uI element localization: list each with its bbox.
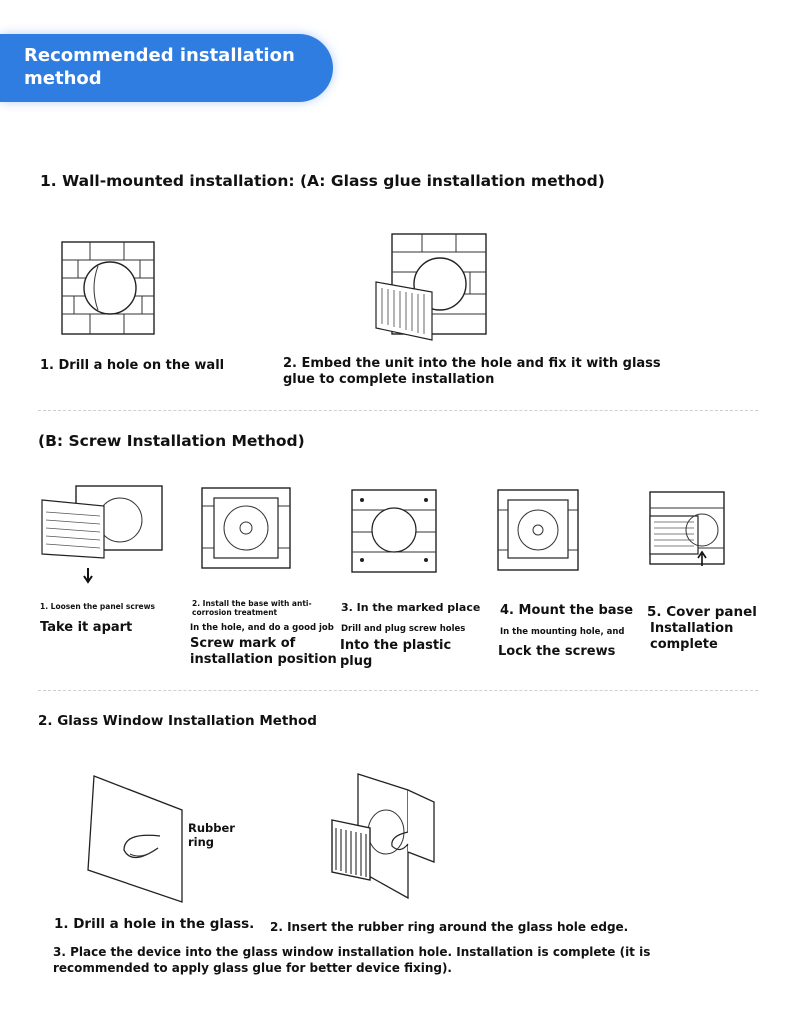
stepB4-small2: In the mounting hole, and	[500, 627, 625, 637]
sectionB-title: (B: Screw Installation Method)	[38, 432, 305, 450]
rubber-ring-label: Rubber ring	[188, 821, 235, 849]
stepB5-small: 5. Cover panel	[647, 604, 757, 620]
stepB2-main: Screw mark of installation position	[190, 636, 337, 667]
stepB4-small: 4. Mount the base	[500, 603, 634, 618]
stepB3-main: Into the plastic plug	[340, 638, 452, 669]
base-marking-illustration	[201, 487, 291, 569]
section2-title: 2. Glass Window Installation Method	[38, 713, 317, 729]
stepB5-main: Installation complete	[650, 621, 734, 652]
section1-step1-caption: 1. Drill a hole on the wall	[40, 358, 225, 373]
stepB2-small: 2. Install the base with anti-corrosion …	[192, 599, 312, 617]
section2-step3-caption: 3. Place the device into the glass windo…	[53, 945, 651, 975]
stepB4-main: Lock the screws	[498, 644, 616, 659]
section1-step2-caption: 2. Embed the unit into the hole and fix …	[283, 356, 661, 387]
stepB3-small2: Drill and plug screw holes	[341, 624, 466, 634]
embedded-unit-illustration	[375, 233, 487, 341]
section2-step2-caption: 2. Insert the rubber ring around the gla…	[270, 920, 629, 934]
header-banner	[0, 34, 333, 102]
stepB2-small2: In the hole, and do a good job	[190, 623, 334, 633]
stepB1-small: 1. Loosen the panel screws	[40, 602, 156, 611]
mount-base-illustration	[497, 489, 579, 571]
divider-2	[38, 690, 758, 691]
wall-hole-illustration	[61, 241, 155, 335]
stepB3-small: 3. In the marked place	[341, 601, 481, 614]
panel-removal-illustration	[41, 485, 163, 584]
stepB1-main: Take it apart	[40, 620, 133, 635]
glass-device-illustration	[331, 773, 435, 900]
divider-1	[38, 410, 758, 411]
section2-step1-caption: 1. Drill a hole in the glass.	[54, 916, 255, 932]
banner-title: Recommended installation method	[24, 45, 295, 89]
glass-hole-illustration	[87, 775, 183, 903]
screw-hole-illustration	[351, 489, 437, 573]
cover-panel-illustration	[649, 491, 725, 566]
section1-title: 1. Wall-mounted installation: (A: Glass …	[40, 172, 605, 190]
